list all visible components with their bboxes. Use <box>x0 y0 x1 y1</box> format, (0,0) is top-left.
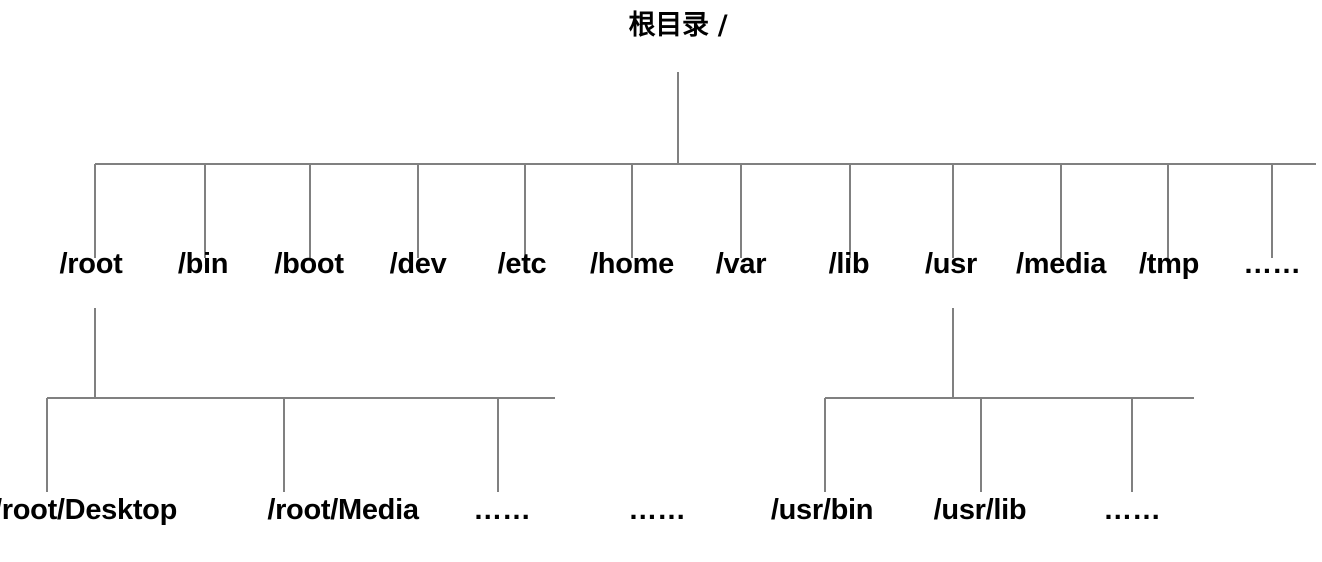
dir-usr-lib-label: /usr/lib <box>933 494 1027 526</box>
dir-root-media-label: /root/Media <box>267 494 419 526</box>
dir-root-label: /root <box>59 248 123 280</box>
dir-usr-more-label: …… <box>1103 494 1161 526</box>
middle-more-label: …… <box>628 494 686 526</box>
dir-boot-label: /boot <box>274 248 344 280</box>
dir-usr-bin-label: /usr/bin <box>770 494 874 526</box>
dir-lib-label: /lib <box>828 248 870 280</box>
dir-home-label: /home <box>590 248 674 280</box>
dir-bin-label: /bin <box>177 248 229 280</box>
dir-more-label: …… <box>1243 248 1301 280</box>
dir-root-desktop-label: /root/Desktop <box>0 494 178 526</box>
dir-media-label: /media <box>1015 248 1107 280</box>
root-directory-label: 根目录 / <box>628 10 728 41</box>
dir-dev-label: /dev <box>389 248 447 280</box>
dir-root-more-label: …… <box>473 494 531 526</box>
dir-var-label: /var <box>715 248 767 280</box>
dir-usr-label: /usr <box>925 248 977 280</box>
dir-etc-label: /etc <box>497 248 547 280</box>
dir-tmp-label: /tmp <box>1138 248 1199 280</box>
